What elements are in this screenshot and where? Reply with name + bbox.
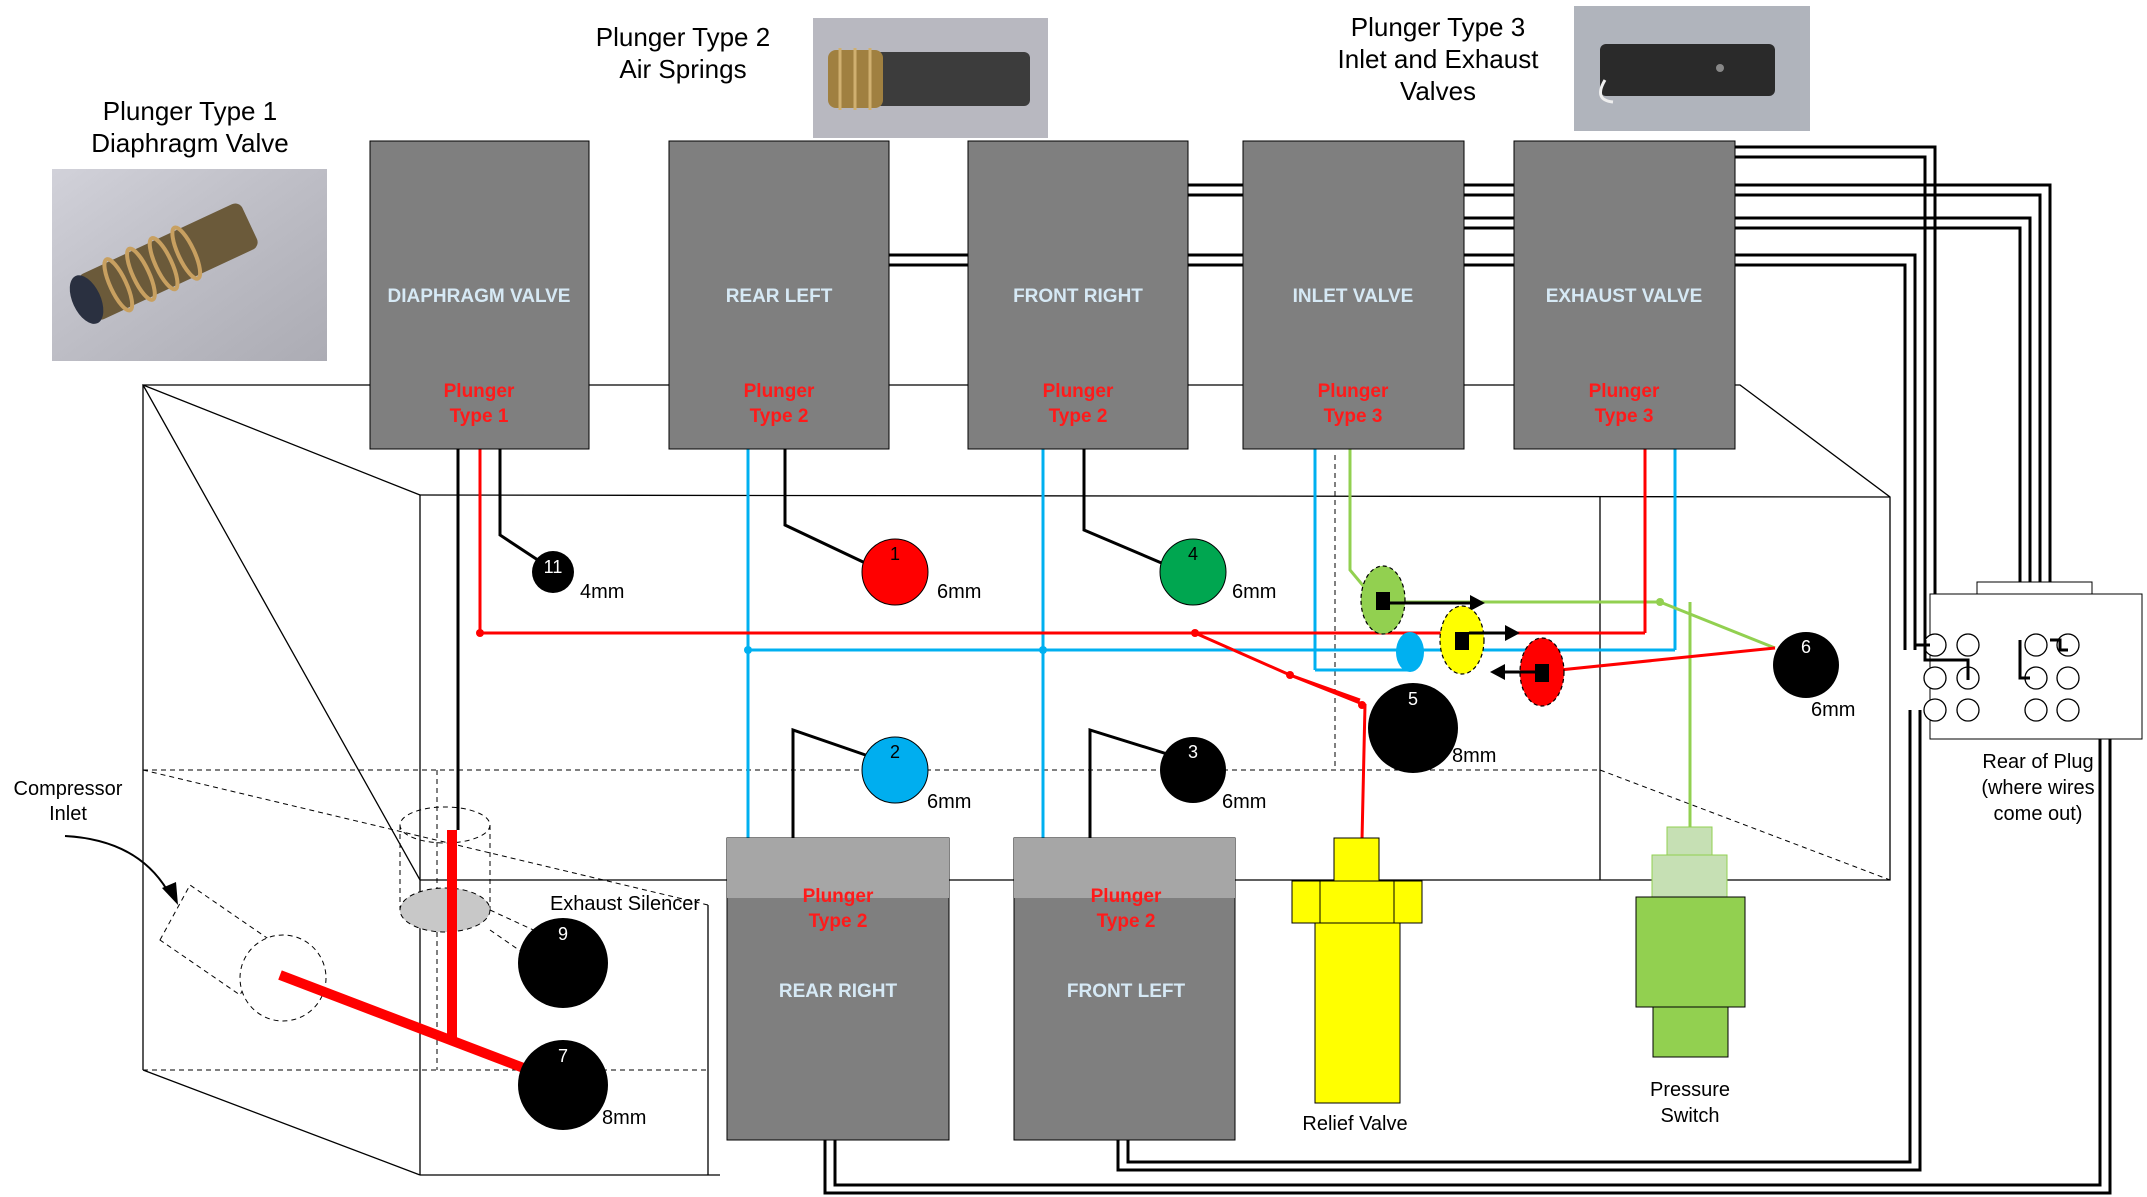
red-lines — [478, 449, 1776, 841]
valve-front-left: Plunger Type 2 FRONT LEFT — [1013, 837, 1236, 1141]
port-9: 9 — [518, 918, 608, 1008]
port-4-number: 4 — [1188, 544, 1198, 564]
valve-rear-right-ptype-line2: Type 2 — [809, 911, 868, 932]
valve-front-left-label: FRONT LEFT — [1067, 981, 1186, 1002]
port-7-size: 8mm — [602, 1107, 646, 1129]
port-6-number: 6 — [1801, 637, 1811, 657]
plunger-type3-caption: Plunger Type 3 — [1351, 12, 1525, 42]
valve-inlet-ptype-line1: Plunger — [1318, 381, 1389, 402]
valve-diaphragm-ptype-line2: Type 1 — [450, 406, 509, 427]
plunger-type1-caption: Plunger Type 1 — [103, 96, 277, 126]
port-2: 2 6mm — [861, 736, 971, 813]
check-valve-yellow — [1439, 605, 1520, 675]
valve-rear-right-label: REAR RIGHT — [779, 981, 898, 1002]
port-11-size: 4mm — [580, 581, 624, 603]
port-1-size: 6mm — [937, 581, 981, 603]
plunger-type3-subcaption-2: Valves — [1400, 76, 1476, 106]
compressor-inlet-label-line1: Compressor — [14, 778, 123, 800]
port-1-number: 1 — [890, 544, 900, 564]
port-9-number: 9 — [558, 924, 568, 944]
valve-inlet-label: INLET VALVE — [1293, 286, 1414, 307]
exhaust-silencer — [399, 806, 556, 1040]
rear-of-plug — [1913, 581, 2143, 740]
port-5-size: 8mm — [1452, 745, 1496, 767]
plunger-type1-photo — [52, 169, 327, 361]
port-6-size: 6mm — [1811, 699, 1855, 721]
valve-front-right-ptype-line1: Plunger — [1043, 381, 1114, 402]
plunger-type2-caption: Plunger Type 2 — [596, 22, 770, 52]
valve-exhaust-label: EXHAUST VALVE — [1546, 286, 1703, 307]
plunger-type1-subcaption: Diaphragm Valve — [91, 128, 289, 158]
valve-diaphragm: DIAPHRAGM VALVE Plunger Type 1 — [369, 140, 590, 450]
plunger-type2-subcaption: Air Springs — [619, 54, 746, 84]
valve-rear-right: Plunger Type 2 REAR RIGHT — [726, 837, 950, 1141]
check-valve-red — [1490, 637, 1565, 707]
port-7-number: 7 — [558, 1046, 568, 1066]
check-valve-green — [1360, 565, 1485, 635]
valve-inlet: INLET VALVE Plunger Type 3 — [1242, 140, 1465, 450]
port-4-size: 6mm — [1232, 581, 1276, 603]
valve-inlet-ptype-line2: Type 3 — [1324, 406, 1383, 427]
port-7: 7 8mm — [518, 1040, 646, 1130]
port-6: 6 6mm — [1773, 632, 1855, 721]
valve-exhaust-ptype-line1: Plunger — [1589, 381, 1660, 402]
port-11-number: 11 — [544, 557, 563, 577]
plunger-type3-subcaption: Inlet and Exhaust — [1338, 44, 1540, 74]
valve-rear-left-ptype-line1: Plunger — [744, 381, 815, 402]
plug-label-line3: come out) — [1994, 803, 2083, 825]
pressure-switch-label-line1: Pressure — [1650, 1079, 1730, 1101]
red-line-dots — [476, 629, 1366, 709]
housing-outline — [141, 384, 1891, 1176]
port-5: 5 8mm — [1368, 683, 1496, 773]
valve-diaphragm-label: DIAPHRAGM VALVE — [388, 286, 571, 307]
port-3: 3 6mm — [1160, 737, 1266, 813]
wires — [775, 145, 2112, 1195]
port-leads — [456, 449, 1181, 838]
port-3-size: 6mm — [1222, 791, 1266, 813]
port-5-number: 5 — [1408, 689, 1418, 709]
valve-rear-right-ptype-line1: Plunger — [803, 886, 874, 907]
relief-valve-label: Relief Valve — [1302, 1113, 1407, 1135]
inner-dashed-box — [142, 455, 1891, 1071]
pressure-switch-label-line2: Switch — [1661, 1105, 1720, 1127]
exhaust-silencer-label: Exhaust Silencer — [550, 893, 700, 915]
compressor-inlet — [64, 835, 557, 1085]
port-2-number: 2 — [890, 742, 900, 762]
valve-exhaust: EXHAUST VALVE Plunger Type 3 — [1513, 140, 1736, 450]
valve-exhaust-ptype-line2: Type 3 — [1595, 406, 1654, 427]
green-line-dots — [1656, 598, 1664, 606]
valve-front-left-ptype-line1: Plunger — [1091, 886, 1162, 907]
valve-rear-left-label: REAR LEFT — [726, 286, 833, 307]
valve-front-right-label: FRONT RIGHT — [1013, 286, 1143, 307]
compressor-inlet-label-line2: Inlet — [49, 803, 87, 825]
blue-lines — [746, 449, 1677, 838]
valve-diaphragm-ptype-line1: Plunger — [444, 381, 515, 402]
plunger-type2-photo — [813, 18, 1048, 138]
valve-rear-left: REAR LEFT Plunger Type 2 — [668, 140, 890, 450]
blue-line-dots — [744, 646, 1047, 654]
valve-front-right-ptype-line2: Type 2 — [1049, 406, 1108, 427]
valve-rear-left-ptype-line2: Type 2 — [750, 406, 809, 427]
relief-valve — [1291, 837, 1423, 1104]
port-3-number: 3 — [1188, 742, 1198, 762]
port-11: 11 4mm — [532, 551, 624, 603]
port-2-size: 6mm — [927, 791, 971, 813]
port-1: 1 6mm — [861, 538, 981, 606]
valve-front-left-ptype-line2: Type 2 — [1097, 911, 1156, 932]
plug-label-line2: (where wires — [1981, 777, 2094, 799]
check-valve-blue — [1396, 632, 1424, 672]
port-4: 4 6mm — [1159, 538, 1276, 606]
plug-label-line1: Rear of Plug — [1982, 751, 2093, 773]
pressure-switch — [1635, 826, 1746, 1058]
plunger-type3-photo — [1574, 6, 1810, 131]
valve-front-right: FRONT RIGHT Plunger Type 2 — [967, 140, 1189, 450]
